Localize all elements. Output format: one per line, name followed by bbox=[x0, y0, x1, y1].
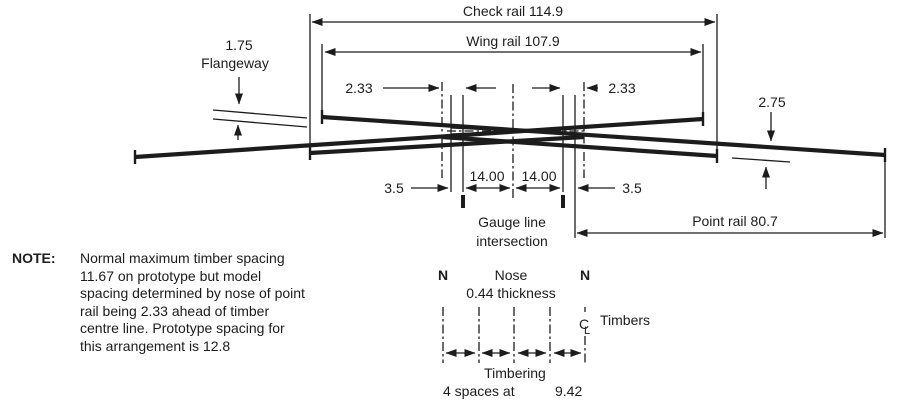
nose-thickness-label: 0.44 thickness bbox=[466, 285, 556, 301]
check-rail-right bbox=[441, 134, 718, 159]
gauge-line-label-1: Gauge line bbox=[478, 214, 546, 230]
heel-left-label: 3.5 bbox=[384, 180, 404, 196]
point-rail-label: Point rail 80.7 bbox=[692, 213, 778, 229]
timbering-diagram bbox=[442, 307, 586, 363]
note-line: 11.67 on prototype but model bbox=[80, 268, 261, 284]
nose-n-right-label: N bbox=[580, 267, 590, 283]
flangeway-rail-upper bbox=[212, 109, 308, 119]
extension-lines bbox=[309, 14, 886, 238]
rail-offset-label: 2.75 bbox=[758, 94, 785, 110]
nose-offset-right-label: 2.33 bbox=[608, 80, 635, 96]
centre-line-symbol-l: L bbox=[584, 325, 590, 337]
note-line: centre line. Prototype spacing for bbox=[80, 320, 285, 336]
flangeway-rail-lower bbox=[212, 118, 308, 128]
note-line: spacing determined by nose of point bbox=[80, 285, 305, 301]
note-line: Normal maximum timber spacing bbox=[80, 250, 285, 266]
spaces-label: 4 spaces at bbox=[443, 383, 515, 399]
dimension-lines bbox=[234, 18, 884, 237]
note-line: rail being 2.33 ahead of timber bbox=[80, 303, 269, 319]
nose-gauge-line-b bbox=[450, 127, 579, 135]
wing-rail-label: Wing rail 107.9 bbox=[466, 33, 560, 49]
nose-offset-left-label: 2.33 bbox=[345, 80, 372, 96]
note-heading: NOTE: bbox=[12, 250, 56, 266]
spaces-value-label: 9.42 bbox=[555, 383, 582, 399]
gauge-left-label: 14.00 bbox=[469, 168, 504, 184]
labels: Check rail 114.9 Wing rail 107.9 1.75 Fl… bbox=[201, 3, 786, 399]
timbers-label: Timbers bbox=[600, 312, 650, 328]
centre-line-symbol: C L bbox=[579, 316, 590, 337]
centre-line-symbol-c: C bbox=[579, 316, 589, 332]
check-rail-label: Check rail 114.9 bbox=[463, 3, 563, 19]
running-rail-lower-left bbox=[134, 116, 704, 160]
nose-n-left-label: N bbox=[438, 267, 448, 283]
heel-right-label: 3.5 bbox=[622, 180, 642, 196]
rails bbox=[133, 109, 887, 164]
timbering-label: Timbering bbox=[484, 365, 546, 381]
gauge-line-label-2: intersection bbox=[476, 233, 548, 249]
flangeway-value-label: 1.75 bbox=[225, 37, 252, 53]
flangeway-word-label: Flangeway bbox=[201, 55, 269, 71]
gauge-right-label: 14.00 bbox=[521, 168, 556, 184]
gauge-reference-right bbox=[731, 157, 791, 163]
note-block: NOTE: Normal maximum timber spacing 11.6… bbox=[12, 250, 305, 354]
note-line: this arrangement is 12.8 bbox=[80, 338, 230, 354]
check-rail-left bbox=[309, 134, 585, 156]
running-rail-upper-right bbox=[321, 114, 886, 158]
nose-word-label: Nose bbox=[495, 267, 528, 283]
